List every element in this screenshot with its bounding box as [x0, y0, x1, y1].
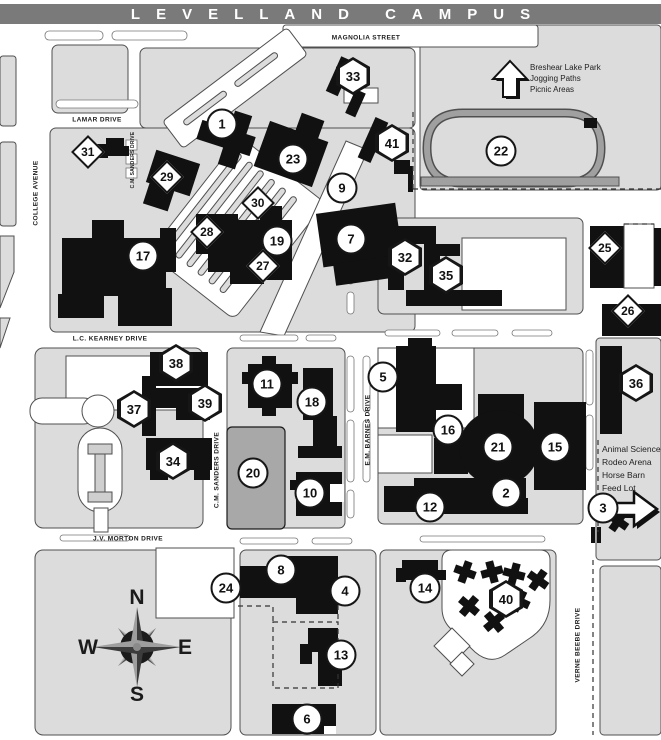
marker-7: 7 — [335, 223, 367, 255]
marker-39: 39 — [188, 384, 222, 422]
street-label-magnolia: MAGNOLIA STREET — [331, 34, 401, 42]
marker-35: 35 — [429, 256, 463, 294]
marker-34: 34 — [156, 442, 190, 480]
marker-5: 5 — [367, 361, 399, 393]
animal-line-3: Horse Barn — [602, 470, 645, 480]
animal-line-4: Feed Lot — [602, 483, 636, 493]
marker-12: 12 — [414, 491, 446, 523]
street-label-kearney: L.C. KEARNEY DRIVE — [72, 335, 148, 343]
marker-40: 40 — [489, 580, 523, 618]
animal-line-1: Animal Science — [602, 444, 661, 454]
compass-east-label: E — [177, 636, 193, 659]
marker-28: 28 — [190, 215, 224, 249]
marker-15: 15 — [539, 431, 571, 463]
park-line-1: Breshear Lake Park — [530, 63, 601, 72]
compass-north-label: N — [129, 586, 145, 609]
marker-11: 11 — [251, 368, 283, 400]
marker-29: 29 — [150, 160, 184, 194]
street-label-morton: J.V. MORTON DRIVE — [92, 535, 164, 543]
marker-26: 26 — [611, 294, 645, 328]
marker-37: 37 — [117, 390, 151, 428]
marker-18: 18 — [296, 386, 328, 418]
marker-24: 24 — [210, 572, 242, 604]
marker-21: 21 — [482, 431, 514, 463]
marker-16: 16 — [432, 414, 464, 446]
park-line-2: Jogging Paths — [530, 74, 581, 83]
animal-line-2: Rodeo Arena — [602, 457, 652, 467]
park-annotation: Breshear Lake Park Jogging Paths Picnic … — [530, 62, 601, 95]
marker-13: 13 — [325, 639, 357, 671]
marker-6: 6 — [291, 703, 323, 735]
marker-17: 17 — [127, 240, 159, 272]
marker-9: 9 — [326, 172, 358, 204]
street-label-lamar: LAMAR DRIVE — [72, 116, 122, 124]
running-track — [420, 108, 620, 188]
loop-drive-island — [87, 443, 113, 503]
marker-1: 1 — [206, 108, 238, 140]
marker-19: 19 — [261, 225, 293, 257]
marker-32: 32 — [388, 238, 422, 276]
north-arrow-icon — [490, 59, 530, 99]
compass-rose — [93, 607, 181, 687]
marker-20: 20 — [237, 457, 269, 489]
marker-4: 4 — [329, 575, 361, 607]
marker-10: 10 — [294, 477, 326, 509]
park-line-3: Picnic Areas — [530, 85, 575, 94]
marker-14: 14 — [409, 572, 441, 604]
map-title-bar: LEVELLAND CAMPUS — [0, 4, 661, 24]
marker-38: 38 — [159, 344, 193, 382]
compass-south-label: S — [129, 683, 145, 706]
marker-8: 8 — [265, 554, 297, 586]
marker-2: 2 — [490, 477, 522, 509]
marker-33: 33 — [336, 57, 370, 95]
compass-west-label: W — [78, 636, 98, 659]
map-title: LEVELLAND CAMPUS — [130, 5, 547, 23]
marker-30: 30 — [241, 186, 275, 220]
marker-31: 31 — [71, 135, 105, 169]
marker-3: 3 — [587, 492, 619, 524]
marker-22: 22 — [485, 135, 517, 167]
animal-science-annotation: Animal Science Rodeo Arena Horse Barn Fe… — [602, 443, 661, 495]
marker-25: 25 — [588, 231, 622, 265]
marker-36: 36 — [619, 364, 653, 402]
marker-23: 23 — [277, 143, 309, 175]
marker-41: 41 — [375, 124, 409, 162]
